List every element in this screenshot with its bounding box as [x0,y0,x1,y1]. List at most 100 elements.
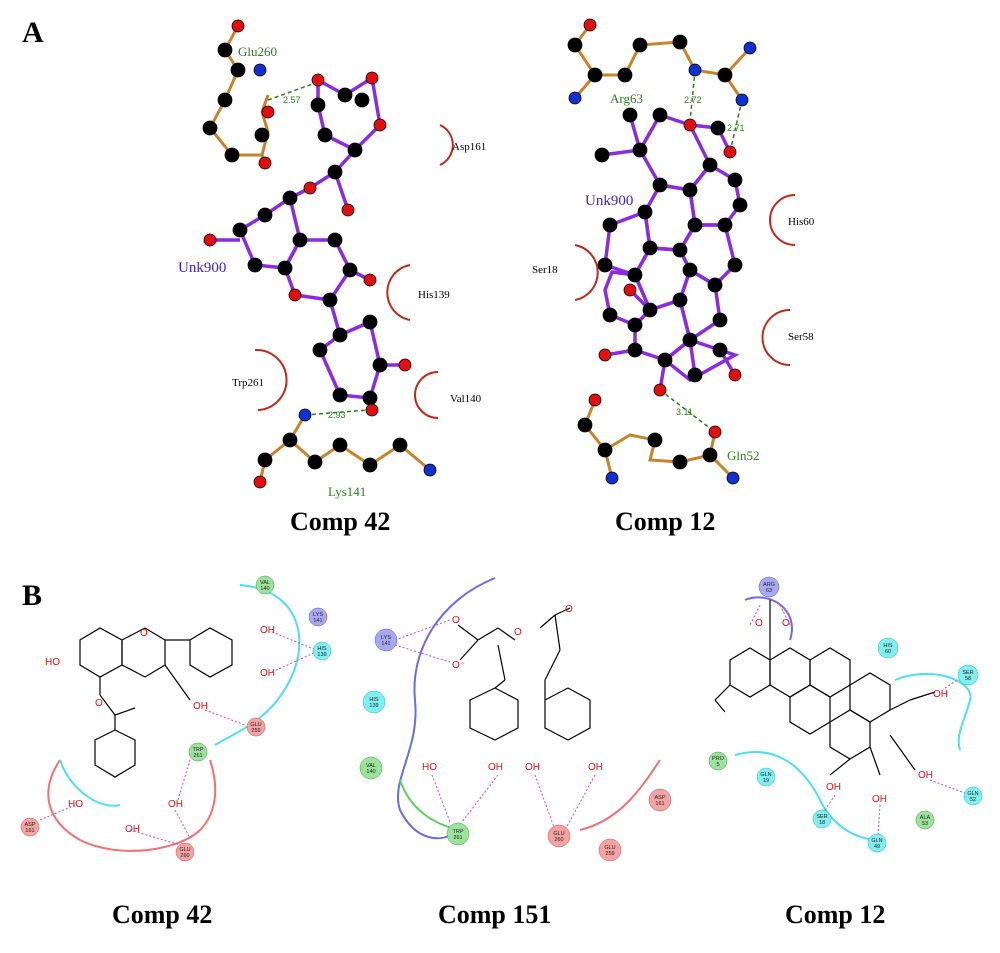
residue-bubble-asp161 [20,817,40,837]
atom-label-oh-r1: OH [933,689,948,700]
residue-bubble-trp261-m [446,822,470,846]
bubble-num-val140: 140 [260,586,269,592]
bubble-text-trp261-m: TRP [453,829,464,835]
residue-bubble-lys141 [308,607,328,627]
caption-b-right: Comp 12 [785,900,885,929]
bubble-num-val140-m: 140 [366,769,375,775]
bubble-text-gln49: GLN [871,838,882,844]
atom-label-oh-m2: OH [525,762,540,773]
panel-b-middle-diagram: O O⁻ O O HO OH OH OH LYS 141 HIS 139 VAL… [359,577,672,862]
residue-bubble-lys141-m [374,628,398,652]
bubble-text-ala53: ALA [920,815,931,821]
hydrophobic-label-his60: His60 [788,216,815,228]
residue-bubble-asp161-m [648,788,672,812]
hydrophobic-label-ser58: Ser58 [788,331,814,343]
atom-label-oh-4: OH [125,824,140,835]
caption-b-left: Comp 42 [112,900,212,929]
bubble-text-pro5: PRO [712,756,725,762]
ligand-label-right: Unk900 [585,193,633,209]
residue-label-lys141: Lys141 [328,484,366,499]
atom-label-o: O [140,628,148,639]
residue-bubble-his139-m [362,690,386,714]
bubble-num-glu260-m: 260 [554,837,563,843]
hydrophobic-label-trp261: Trp261 [232,377,264,389]
panel-b-left-diagram: HO O OH OH OH O HO OH OH VAL 140 LYS 141… [20,575,332,862]
bubble-num-trp261: 261 [193,753,202,759]
atom-label-o-2: O [514,627,522,638]
panel-a-left-diagram: 2.57 2.93 [178,19,486,499]
hbond-distance-gln52: 3.11 [676,407,693,417]
bubble-num-ser58: 58 [965,676,971,682]
atom-label-oh-r3: OH [826,782,841,793]
atom-label-oh-3: OH [193,701,208,712]
caption-b-middle: Comp 151 [438,900,551,929]
bubble-num-glu259: 259 [251,728,260,734]
bubble-text-glu260-m: GLU [553,831,564,837]
atom-label-oh-m3: OH [588,762,603,773]
residue-bubble-pro5 [708,751,728,771]
bubble-text-his60: HIS [883,643,893,649]
bubble-num-gln52: 52 [970,797,976,803]
residue-bubble-his139 [312,641,332,661]
bubble-num-lys141: 141 [313,618,322,624]
bubble-text-gln19: GLN [760,772,771,778]
residue-bubble-gln52 [963,786,983,806]
caption-a-right: Comp 12 [615,507,715,536]
atom-label-oh-1: OH [260,625,275,636]
hbond-distance-1: 2.57 [283,95,301,105]
bubble-num-his139: 139 [317,652,326,658]
hbond-distance-arg63-2: 2.71 [727,123,745,133]
bubble-text-arg63: ARG [763,582,775,588]
atom-label-ho-m: HO [422,762,437,773]
bubble-text-glu259: GLU [250,722,261,728]
bubble-text-val140-m: VAL [366,763,376,769]
bubble-num-gln49: 49 [874,844,880,850]
bubble-num-asp161: 161 [25,828,34,834]
bubble-num-gln19: 19 [763,778,769,784]
residue-bubble-gln19 [756,767,776,787]
residue-bubbles-left: VAL 140 LYS 141 HIS 139 GLU 259 TRP 261 … [20,575,332,862]
atom-label-o-3: O [565,604,573,615]
bubble-text-lys141-m: LYS [381,635,391,641]
residue-bubble-val140-m [359,756,383,780]
hydrophobic-label-val140: Val140 [450,393,482,405]
ligand-label-left: Unk900 [178,260,226,276]
panel-a-label: A [22,16,44,49]
bubble-num-ser18: 18 [819,820,825,826]
bubble-text-his139: HIS [317,646,327,652]
bubble-text-ser18: SER [816,814,827,820]
panel-b-right-diagram: O O OH OH OH OH ARG 63 HIS 60 SER 58 PRO… [708,576,983,853]
bubble-text-lys141: LYS [313,612,323,618]
bubble-text-ser58: SER [962,670,973,676]
atom-label-oh-2: OH [260,668,275,679]
bubble-num-glu259-m: 259 [605,851,614,857]
atom-label-ho: HO [45,657,60,668]
residue-bubble-glu259 [246,717,266,737]
atom-label-oh-r4: OH [872,794,887,805]
bubble-text-glu260: GLU [179,847,190,853]
atom-label-o-1: O [452,615,460,626]
bubble-text-glu259-m: GLU [604,845,615,851]
bubble-text-asp161-m: ASP [654,795,665,801]
panel-b-label: B [22,579,42,612]
residue-bubble-his60 [877,637,899,659]
atom-label-oh-r2: OH [918,770,933,781]
atom-label-oh-m1: OH [488,762,503,773]
residue-label-glu260: Glu260 [238,44,277,59]
caption-a-left: Comp 42 [290,507,390,536]
residue-label-arg63: Arg63 [610,91,643,106]
atom-label-o-ester: O [95,698,103,709]
atom-label-o-r2: O [782,618,790,629]
atom-label-o-minus: O⁻ [452,660,465,671]
bubble-num-pro5: 5 [716,762,719,768]
bubble-num-glu260: 260 [180,853,189,859]
atom-label-o-r1: O [755,618,763,629]
residue-bubble-ser58 [957,664,979,686]
residue-bubble-ala53 [915,810,935,830]
bubble-text-val140: VAL [260,580,270,586]
bubble-num-his139-m: 139 [369,703,378,709]
residue-bubble-ser18 [812,809,832,829]
residue-bubble-arg63 [758,576,780,598]
bubble-num-asp161-m: 161 [655,801,664,807]
